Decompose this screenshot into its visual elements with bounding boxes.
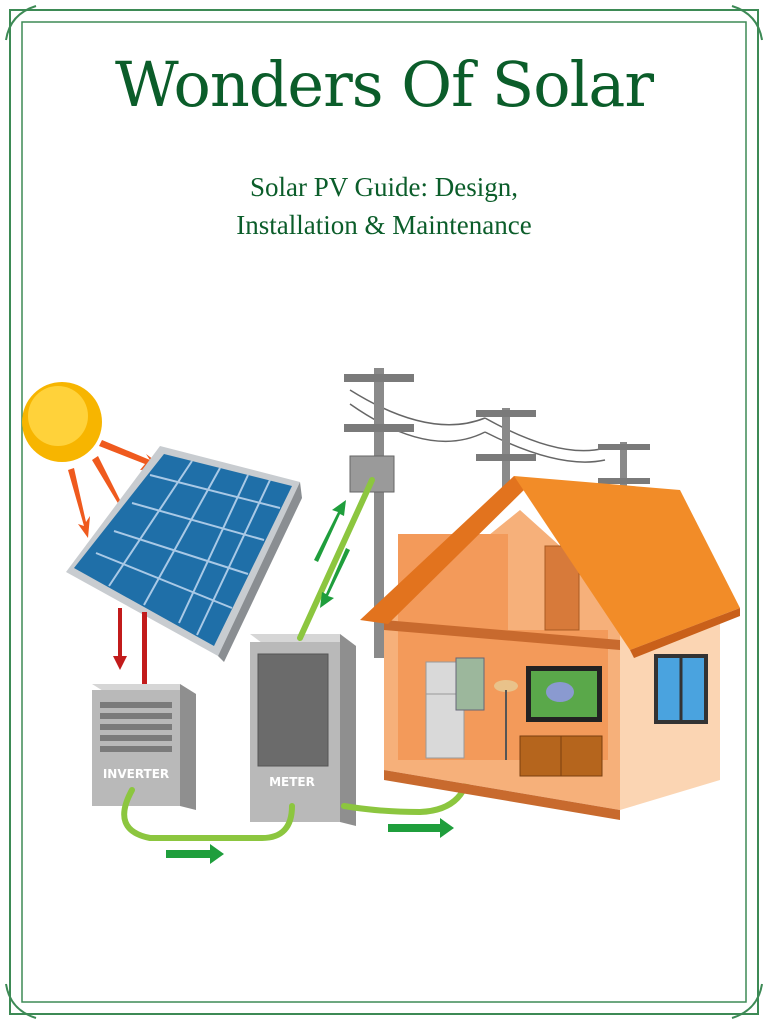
meter-label: METER [269, 775, 315, 789]
flow-arrows [166, 500, 454, 864]
power-lines [349, 389, 606, 463]
page-title: Wonders Of Solar [114, 48, 654, 121]
utility-pole-3 [598, 442, 650, 492]
subtitle-line-1: Solar PV Guide: Design, [250, 172, 518, 202]
meter-box: METER [250, 634, 356, 826]
utility-pole-2 [476, 408, 536, 488]
dc-wire [113, 608, 147, 690]
solar-panel-icon [66, 446, 302, 662]
sun-icon [22, 382, 102, 462]
inverter-label: INVERTER [103, 767, 169, 781]
solar-system-illustration: INVERTER METER [22, 368, 740, 864]
page-subtitle: Solar PV Guide: Design, Installation & M… [0, 168, 768, 244]
subtitle-line-2: Installation & Maintenance [236, 210, 532, 240]
house-icon [360, 476, 740, 820]
inverter-box: INVERTER [92, 684, 196, 810]
